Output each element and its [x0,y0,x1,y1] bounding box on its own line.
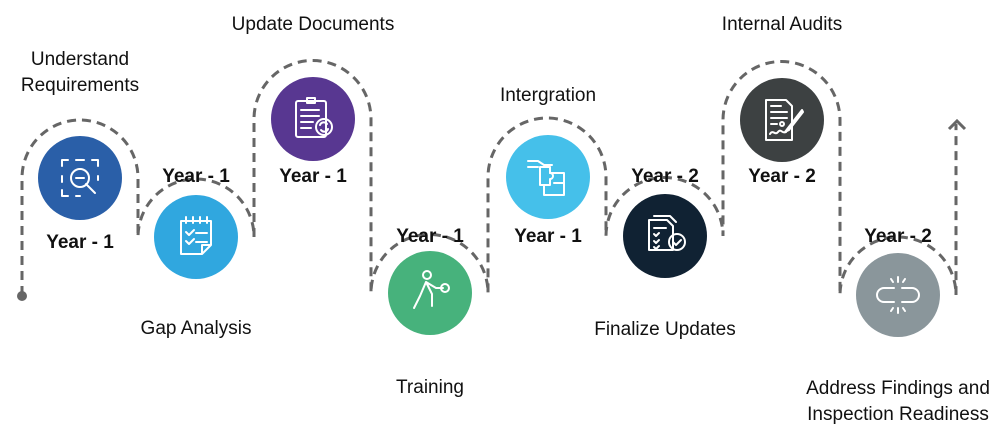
step-title-line: Understand [30,49,130,70]
step-title-line: Requirements [20,75,140,96]
step-year: Year - 2 [864,226,932,247]
step-circle [623,194,707,278]
step-8 [856,253,940,337]
step-title-line: Training [396,377,464,398]
boxing-person-icon [413,270,450,309]
step-circle [271,77,355,161]
step-title: Update Documents [232,12,395,38]
step-6 [623,194,707,278]
checklist-calendar-icon [180,216,212,255]
search-frame-icon [61,159,99,197]
step-4 [388,251,472,335]
step-title: Intergration [500,83,596,109]
step-circle [856,253,940,337]
dashed-timeline-path [20,59,958,296]
step-title-line: Intergration [499,85,597,106]
step-title-line: Address Findings and [806,378,990,399]
step-year: Year - 1 [46,232,114,253]
step-5 [506,135,590,219]
step-year: Year - 1 [396,226,464,247]
broken-link-icon [876,276,920,314]
document-check-icon [648,215,686,251]
step-circle [740,78,824,162]
step-title-line: Update Documents [231,14,395,35]
step-circle [388,251,472,335]
step-year: Year - 2 [631,166,699,187]
step-year: Year - 1 [162,166,230,187]
step-year: Year - 1 [514,226,582,247]
step-title: Training [396,375,464,401]
step-circle [154,195,238,279]
step-circle [506,135,590,219]
step-1 [38,136,122,220]
contract-sign-icon [765,99,804,141]
step-title-line: Inspection Readiness [807,404,989,425]
step-title: Internal Audits [722,12,842,38]
timeline-start-dot [17,291,27,301]
step-title: Finalize Updates [594,317,736,343]
step-year: Year - 2 [748,166,816,187]
timeline-arrow-icon [947,118,967,131]
step-3 [271,77,355,161]
step-7 [740,78,824,162]
puzzle-hand-icon [527,160,565,196]
step-title-line: Gap Analysis [140,318,252,339]
step-title: Gap Analysis [141,316,252,342]
step-2 [154,195,238,279]
step-title-line: Finalize Updates [594,319,736,340]
step-title-line: Internal Audits [721,14,843,35]
clipboard-refresh-icon [295,97,333,138]
step-year: Year - 1 [279,166,347,187]
